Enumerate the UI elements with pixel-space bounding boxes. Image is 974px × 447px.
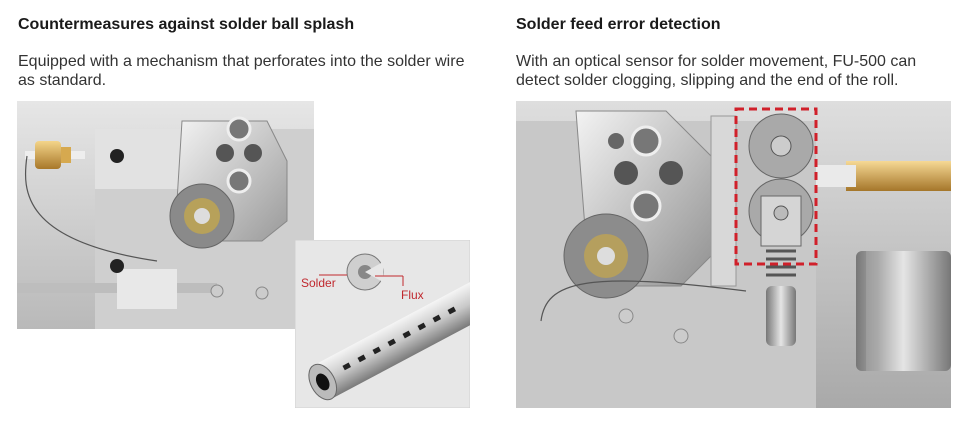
solder-label: Solder: [301, 276, 336, 290]
optical-sensor-photo: [516, 101, 951, 408]
right-description-line1: With an optical sensor for solder moveme…: [516, 53, 917, 70]
left-heading: Countermeasures against solder ball spla…: [18, 16, 355, 33]
solder-feeder-photo: [17, 101, 314, 329]
flux-label: Flux: [401, 288, 424, 302]
right-description: With an optical sensor for solder moveme…: [516, 52, 916, 90]
right-description-line2: detect solder clogging, slipping and the…: [516, 72, 899, 89]
right-heading: Solder feed error detection: [516, 16, 721, 33]
left-description-line2: as standard.: [18, 72, 107, 89]
perforated-solder-wire-illustration: Solder Flux: [295, 240, 470, 408]
left-description-line1: Equipped with a mechanism that perforate…: [18, 53, 465, 70]
sensor-highlight-box: [734, 107, 818, 266]
left-description: Equipped with a mechanism that perforate…: [18, 52, 464, 90]
